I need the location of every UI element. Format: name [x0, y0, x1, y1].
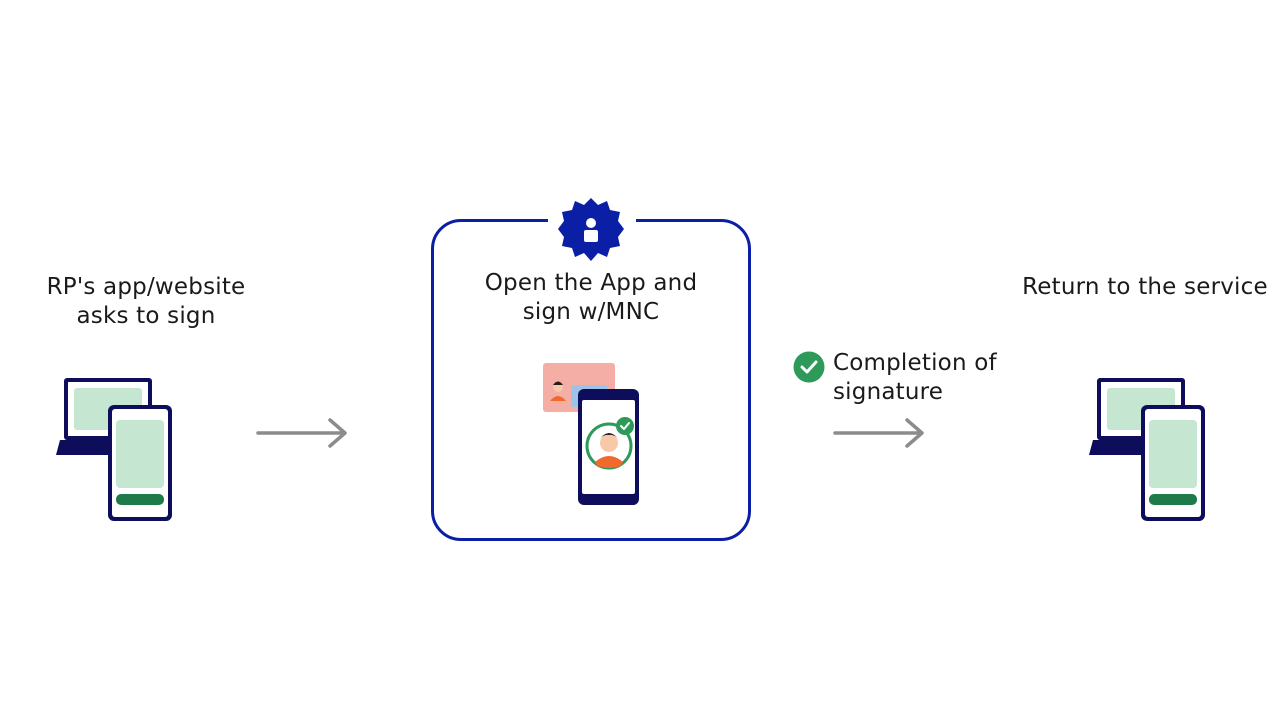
- step-2-label: Open the App and sign w/MNC: [484, 270, 698, 325]
- laptop-phone-icon: [1089, 378, 1205, 521]
- arrow-right-icon: [256, 418, 347, 448]
- step-3-label: Return to the service: [1022, 274, 1268, 300]
- step-1-label: RP's app/website asks to sign: [46, 274, 246, 329]
- lock-badge-icon: [558, 198, 624, 261]
- arrow-right-icon: [833, 418, 924, 448]
- phone-face-verification-icon: [578, 389, 639, 505]
- laptop-phone-icon: [56, 378, 172, 521]
- check-circle-icon: [793, 351, 825, 383]
- completion-label: Completion of signature: [833, 350, 997, 405]
